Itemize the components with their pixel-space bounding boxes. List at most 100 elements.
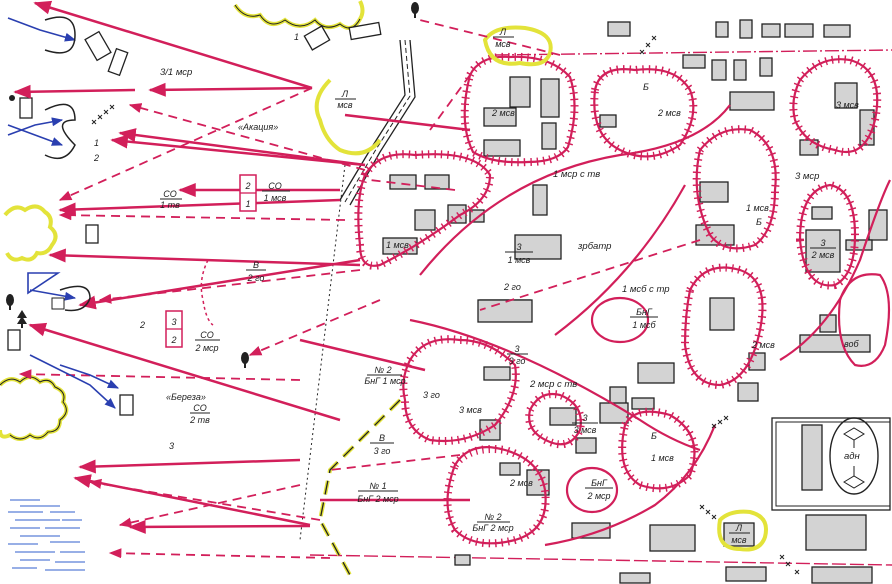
friendly-arrows [7, 17, 120, 409]
tree-icons [6, 2, 419, 368]
friendly-positions [200, 25, 768, 576]
box-top-number: 3 [171, 317, 176, 327]
label-akatsiya: «Акация» [238, 122, 278, 132]
fraction-top: № 1 [369, 481, 386, 491]
label-2-msv-top: 2 мсв [491, 108, 515, 118]
label-2-msr: 2 мср с тв [529, 379, 577, 390]
position-box-a: 2 1 [239, 174, 257, 212]
fraction-no1-bng-2-msr: № 1 БнГ 2 мср [357, 481, 398, 504]
label-3-msv-mid: 3 мсв [459, 405, 482, 415]
fraction-bottom: 3 мсв [574, 425, 597, 435]
fraction-top: № 2 [374, 365, 391, 375]
fraction-bottom: 1 мсб [632, 320, 656, 330]
label-b-3: Б [651, 431, 657, 441]
position-box-b: 3 2 [165, 310, 183, 348]
label-1-msv-low: 1 мсв [651, 453, 674, 463]
label-1-msr: 1 мср с тв [553, 169, 600, 180]
fraction-top: 3 [514, 344, 519, 354]
fraction-bottom: 3 го [509, 356, 526, 366]
fraction-bottom: мсв [731, 535, 747, 545]
fraction-top: СО [193, 403, 206, 413]
fraction-bottom: БнГ 2 мср [357, 494, 398, 504]
fraction-so-1-msv: СО 1 мсв [262, 181, 290, 203]
fraction-z-3-msv: 3 3 мсв [572, 413, 598, 435]
fraction-bottom: 2 мср [586, 491, 610, 501]
fraction-so-2-tv: СО 2 тв [189, 403, 210, 425]
fraction-top: В [253, 260, 259, 270]
fraction-top: В [379, 433, 385, 443]
fraction-bottom: мсв [337, 100, 353, 110]
label-2-msv-right: 2 мсв [751, 340, 775, 350]
fraction-bottom: 3 го [374, 446, 391, 456]
fraction-top: Л [341, 89, 349, 99]
friendly-units [44, 16, 91, 312]
fraction-top: СО [200, 330, 213, 340]
fraction-top: СО [163, 189, 176, 199]
box-bottom-number: 1 [245, 199, 250, 209]
label-1-msv-right: 1 мсв [746, 203, 769, 213]
box-top-number: 2 [244, 181, 250, 191]
fraction-bottom: 2 мсв [811, 250, 835, 260]
fraction-bottom: 1 тв [160, 200, 180, 210]
fraction-top: 3 [516, 242, 521, 252]
roads [299, 39, 892, 566]
strongpoints [354, 52, 891, 548]
map-labels: 3/1 мср «Акация» «Береза» 1 1 2 2 3 зрба… [93, 32, 861, 488]
label-3-1-msr: 3/1 мср [160, 67, 192, 78]
fraction-so-2-msr: СО 2 мср [194, 330, 220, 353]
label-b-1: Б [643, 82, 649, 92]
fraction-bottom: 1 мсв [508, 255, 531, 265]
fraction-bottom: мсв [495, 39, 511, 49]
label-2-msv-b: 2 мсв [657, 108, 681, 118]
label-zrbatr: зрбатр [577, 241, 611, 252]
fraction-bottom: 1 мсв [264, 193, 287, 203]
fraction-bottom: БнГ 2 мср [472, 523, 513, 533]
fraction-v-3-go: В 3 го [370, 433, 394, 456]
label-vob: воб [844, 339, 860, 349]
label-range-2b: 2 [139, 320, 145, 330]
label-2-go: 2 го [503, 282, 521, 292]
fraction-top: 3 [820, 238, 825, 248]
label-b-2: Б [756, 217, 762, 227]
fraction-top: Л [499, 27, 507, 37]
fire-arrows [13, 0, 701, 559]
fraction-z-2-msv: 3 2 мсв [810, 238, 836, 260]
fraction-so-1-tv: СО1 тв [160, 189, 182, 210]
fraction-v-2-go: В 2 го [246, 260, 266, 283]
fraction-bottom: 2 го [247, 273, 265, 283]
fraction-bng-1-msb: БнГ 1 мсб [630, 307, 658, 330]
water-area [8, 499, 85, 571]
label-1-msb: 1 мсб с тр [622, 284, 670, 295]
fraction-bottom: БнГ 1 мср [364, 376, 405, 386]
label-range-2: 2 [93, 153, 99, 163]
label-range-1: 1 [294, 32, 299, 42]
fraction-bottom: 2 мср [194, 343, 218, 353]
fraction-z-1-msv: 3 1 мсв [505, 242, 533, 265]
label-3-go: 3 го [423, 390, 440, 400]
label-3-msr: 3 мср [795, 171, 819, 182]
box-bottom-number: 2 [170, 335, 176, 345]
label-range-1b: 1 [94, 138, 99, 148]
stadium [771, 417, 891, 511]
label-bereza: «Береза» [166, 392, 206, 402]
label-2-msv-low: 2 мсв [509, 478, 533, 488]
fraction-top: БнГ [636, 307, 653, 317]
fraction-top: БнГ [591, 478, 608, 488]
fraction-top: № 2 [484, 512, 501, 522]
fraction-top: 3 [582, 413, 587, 423]
fraction-bottom: 2 тв [189, 415, 210, 425]
label-adn: адн [844, 451, 861, 462]
fraction-top: СО [268, 181, 281, 191]
label-1-msv-left: 1 мсв [386, 240, 409, 250]
wire-obstacles [91, 35, 800, 575]
label-range-3: 3 [169, 441, 174, 451]
label-3-msv-top: 3 мсв [836, 100, 859, 110]
fraction-top: Л [735, 523, 743, 533]
fraction-z-3-go: 3 3 го [507, 344, 528, 366]
